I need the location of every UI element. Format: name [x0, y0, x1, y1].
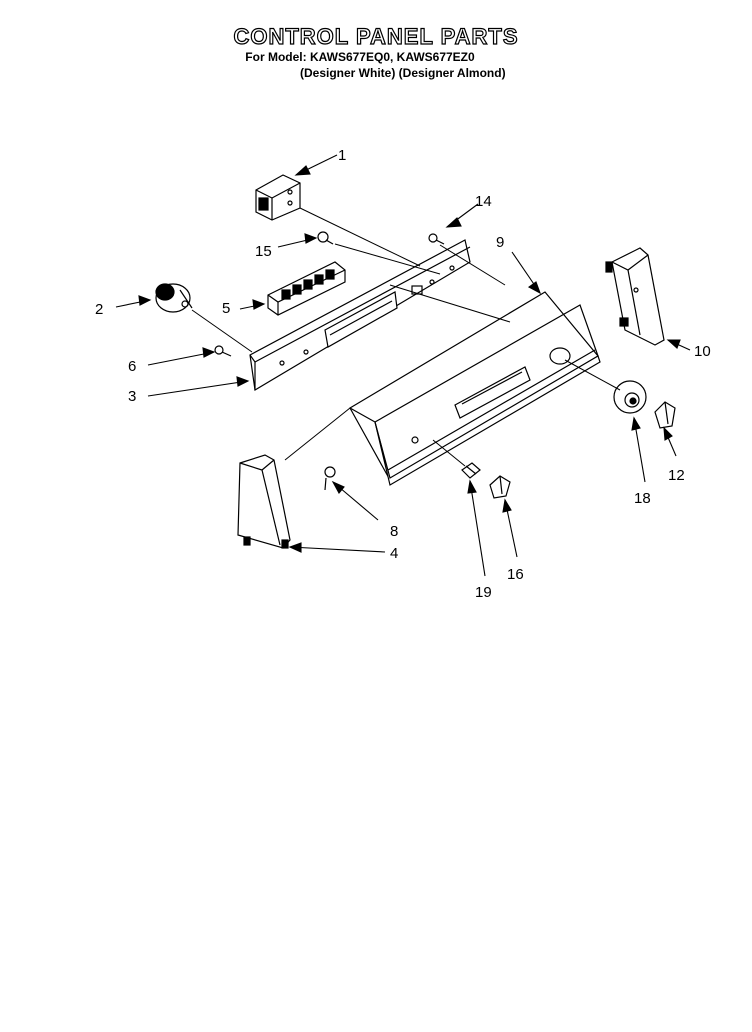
- part-10-right-end-cap: [605, 247, 665, 346]
- part-4-left-end-cap: [237, 454, 291, 549]
- callout-4: 4: [390, 545, 398, 562]
- part-1-control-box: [255, 174, 301, 221]
- callout-9: 9: [496, 234, 504, 251]
- callout-1: 1: [338, 147, 346, 164]
- callout-5: 5: [222, 300, 230, 317]
- color-variants: (Designer White) (Designer Almond): [300, 66, 506, 80]
- part-5-switch-bank: [267, 261, 346, 316]
- part-3-bracket-rail: [249, 239, 471, 391]
- part-18-knob-skirt: [613, 380, 647, 414]
- callout-14: 14: [475, 193, 492, 210]
- part-14-screw: [428, 233, 445, 245]
- part-12-knob: [654, 401, 676, 429]
- callout-labels: 1 2 3 4 5 6 8 9 10 12 14 15 16 18 19: [95, 147, 711, 601]
- callout-10: 10: [694, 343, 711, 360]
- callout-15: 15: [255, 243, 272, 260]
- callout-12: 12: [668, 467, 685, 484]
- part-16-button-knob: [489, 475, 511, 499]
- callout-8: 8: [390, 523, 398, 540]
- assembly-guide-lines: [191, 207, 621, 467]
- part-15-screw: [317, 231, 334, 245]
- part-9-console-panel: [349, 291, 601, 486]
- page-title: CONTROL PANEL PARTS: [233, 23, 519, 49]
- part-6-screw: [214, 345, 232, 357]
- model-subtitle: For Model: KAWS677EQ0, KAWS677EZ0: [245, 50, 475, 64]
- callout-16: 16: [507, 566, 524, 583]
- leader-arrows: [115, 154, 691, 577]
- part-2-timer: [155, 283, 193, 313]
- callout-19: 19: [475, 584, 492, 601]
- callout-6: 6: [128, 358, 136, 375]
- callout-18: 18: [634, 490, 651, 507]
- callout-3: 3: [128, 388, 136, 405]
- part-8-screw: [324, 466, 336, 491]
- part-19-shaft: [461, 462, 481, 479]
- callout-2: 2: [95, 301, 103, 318]
